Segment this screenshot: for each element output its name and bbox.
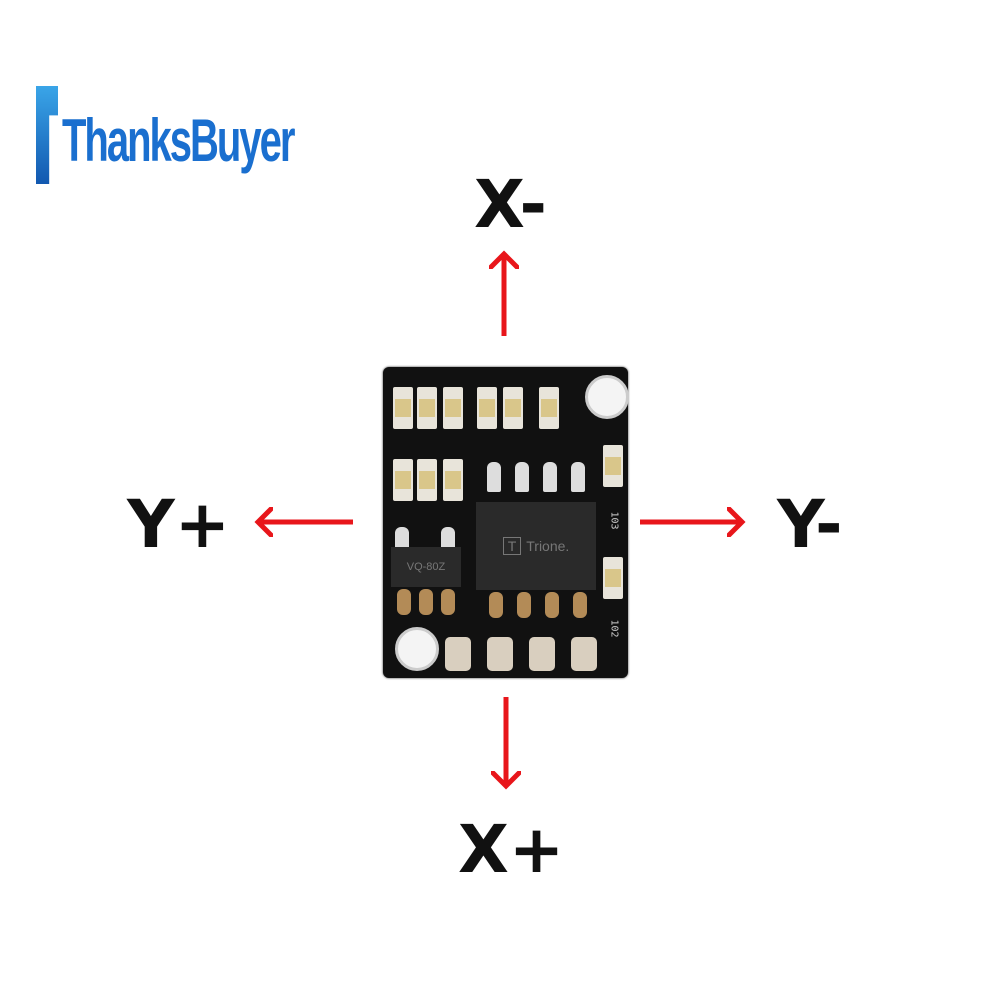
label-y-minus: Y- [777,486,843,563]
main-ic: T Trione. [476,502,596,590]
label-y-plus: Y+ [127,486,231,563]
mount-hole [585,375,629,419]
logo-text: ThanksBuyer [62,108,295,175]
pcb-board: 103 102 T Trione. VQ-80Z [383,367,629,678]
resistor-marking: 102 [608,619,620,638]
ic-marking: Trione. [526,538,570,554]
resistor-marking: 103 [608,511,620,530]
brand-logo: ThanksBuyer [36,86,295,184]
label-x-plus: X+ [458,811,565,888]
ic-logo: T [502,537,522,555]
regulator-ic: VQ-80Z [391,547,461,587]
label-x-minus: X- [474,166,547,243]
mount-hole [395,627,439,671]
